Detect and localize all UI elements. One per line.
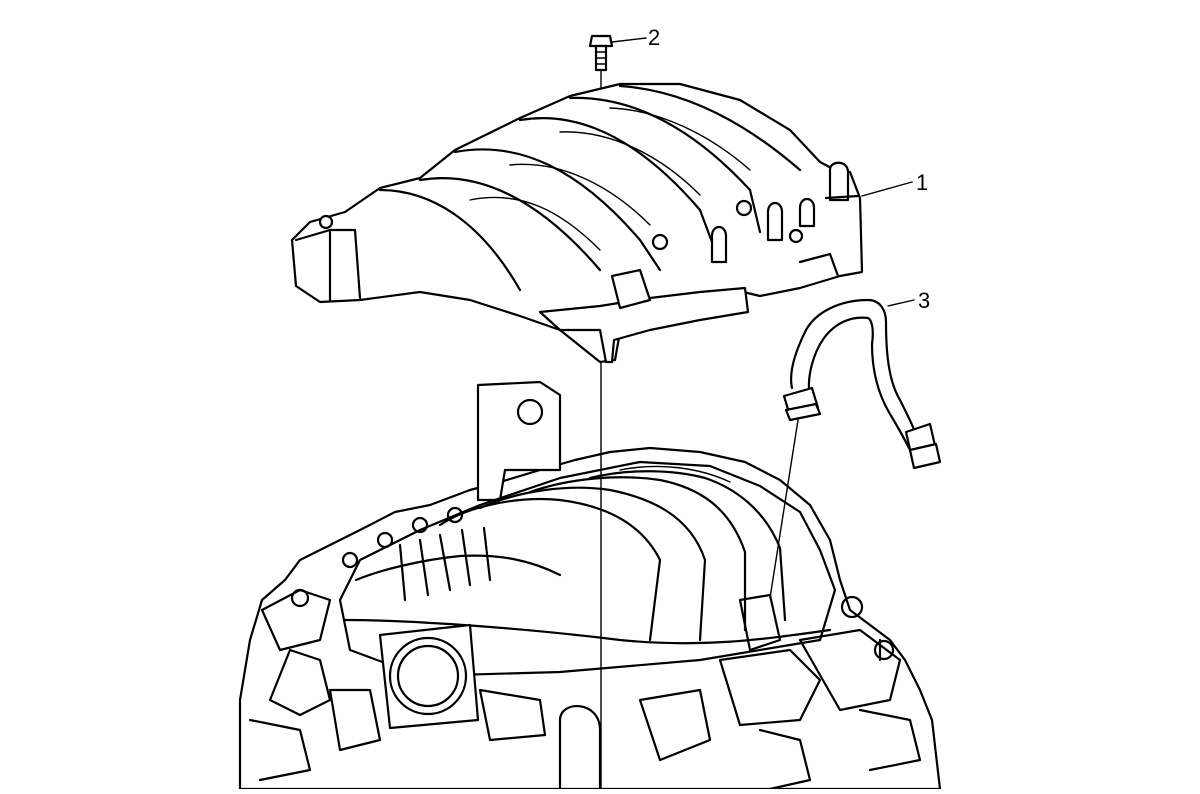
callout-bolt-number: 2	[648, 25, 661, 50]
manifold-cover-part	[290, 82, 913, 364]
callout-cover-number: 1	[916, 170, 929, 195]
callout-hose-number: 3	[918, 288, 931, 313]
engine-assembly	[238, 380, 942, 791]
bolt-part	[588, 34, 647, 72]
hose-part	[769, 298, 942, 599]
